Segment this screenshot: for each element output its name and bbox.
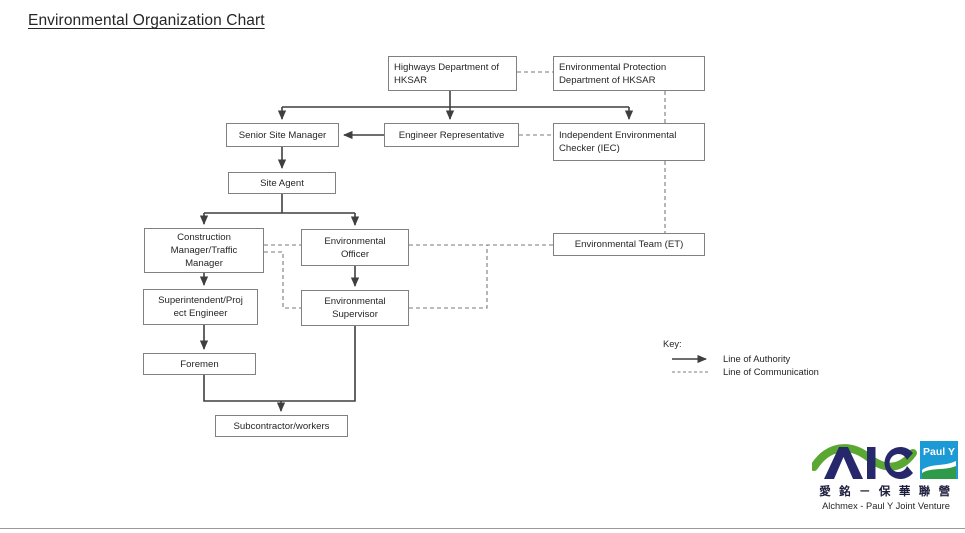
logo-letter-c xyxy=(884,447,913,479)
logo-english-name: Alchmex - Paul Y Joint Venture xyxy=(822,501,950,511)
node-highways-department[interactable]: Highways Department of HKSAR xyxy=(388,56,517,91)
joint-venture-logo: Paul Y 愛 銘 － 保 華 聯 營 Alchmex - Paul Y Jo… xyxy=(812,437,960,525)
line-es-sub xyxy=(281,326,356,402)
node-subcontractor-workers[interactable]: Subcontractor/workers xyxy=(215,415,348,437)
legend-authority-label: Line of Authority xyxy=(723,353,791,364)
node-engineer-representative[interactable]: Engineer Representative xyxy=(384,123,519,147)
node-environmental-protection-department[interactable]: Environmental Protection Department of H… xyxy=(553,56,705,91)
authority-lines xyxy=(199,91,634,412)
node-superintendent-project-engineer[interactable]: Superintendent/Proj ect Engineer xyxy=(143,289,258,325)
paul-y-text: Paul Y xyxy=(923,446,955,458)
communication-lines xyxy=(264,71,666,309)
node-environmental-officer[interactable]: Environmental Officer xyxy=(301,229,409,266)
node-environmental-supervisor[interactable]: Environmental Supervisor xyxy=(301,290,409,326)
legend-communication-label: Line of Communication xyxy=(723,366,819,377)
page-title: Environmental Organization Chart xyxy=(28,12,265,29)
logo-letter-a xyxy=(824,447,863,479)
dash-cm-es xyxy=(264,251,301,309)
paul-y-green-hill xyxy=(922,466,956,479)
footer-divider xyxy=(0,528,965,529)
node-environmental-team[interactable]: Environmental Team (ET) xyxy=(553,233,705,256)
dash-es-et xyxy=(409,245,488,309)
node-construction-manager[interactable]: Construction Manager/Traffic Manager xyxy=(144,228,264,273)
line-fm-sub xyxy=(203,375,281,402)
node-foremen[interactable]: Foremen xyxy=(143,353,256,375)
node-senior-site-manager[interactable]: Senior Site Manager xyxy=(226,123,339,147)
legend-title: Key: xyxy=(663,339,682,349)
legend-marks xyxy=(672,354,708,373)
logo-chinese-name: 愛 銘 － 保 華 聯 營 xyxy=(819,486,953,498)
node-site-agent[interactable]: Site Agent xyxy=(228,172,336,194)
node-independent-environmental-checker[interactable]: Independent Environmental Checker (IEC) xyxy=(553,123,705,161)
logo-letter-l xyxy=(867,447,876,479)
alchmex-paul-y-logo-mark: Paul Y xyxy=(812,441,958,479)
